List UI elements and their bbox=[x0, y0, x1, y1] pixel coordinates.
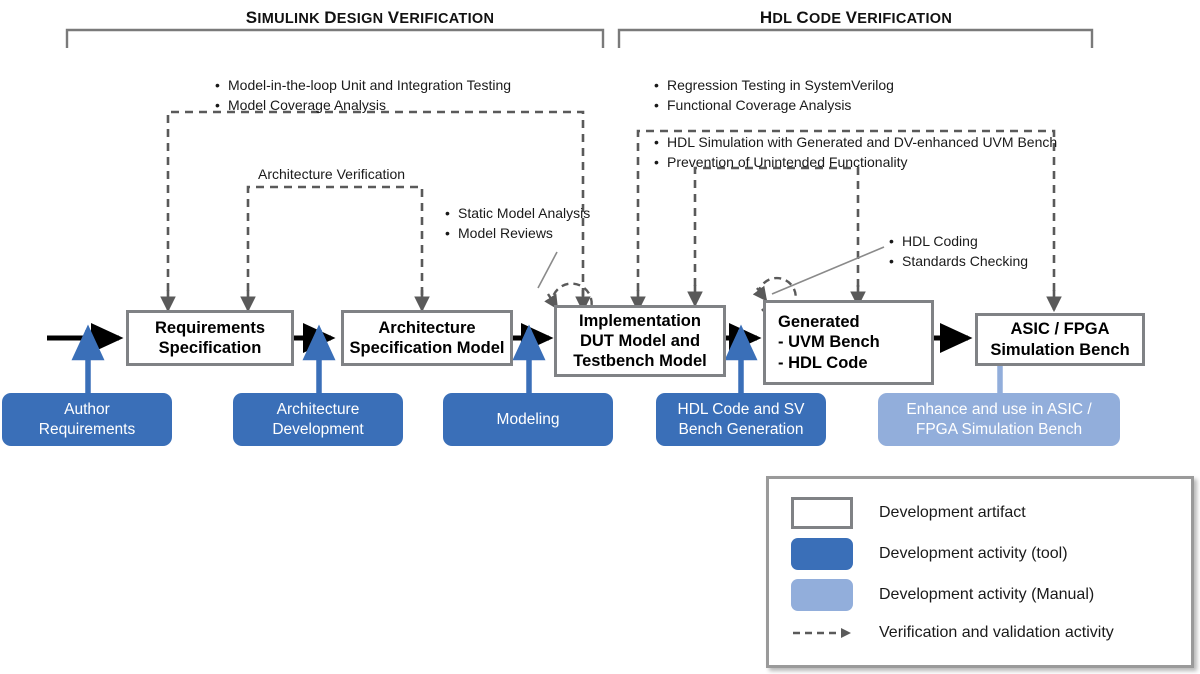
section-title-text: SIMULINK DESIGN VERIFICATION bbox=[245, 8, 495, 27]
annotation-item: Functional Coverage Analysis bbox=[654, 95, 894, 116]
activity-architecture-development[interactable]: Architecture Development bbox=[233, 393, 403, 446]
bracket-simulink-design-verification bbox=[65, 28, 605, 48]
annotation-hdl-coding: HDL Coding Standards Checking bbox=[888, 231, 1028, 272]
annotation-model-in-the-loop: Model-in-the-loop Unit and Integration T… bbox=[214, 75, 511, 116]
dashed-path-architecture-verification bbox=[240, 185, 430, 313]
annotation-item: Model Coverage Analysis bbox=[215, 95, 511, 116]
annotation-item: HDL Coding bbox=[889, 231, 1028, 252]
section-title-simulink-design-verification: SIMULINK DESIGN VERIFICATION bbox=[200, 8, 540, 28]
annotation-item: Static Model Analysis bbox=[445, 203, 590, 224]
legend-swatch-activity-tool bbox=[791, 538, 853, 570]
annotation-item: Architecture Verification bbox=[258, 166, 406, 182]
section-title-hdl-code-verification: HDL CODE VERIFICATION bbox=[686, 8, 1026, 28]
annotation-item: Prevention of Unintended Functionality bbox=[654, 152, 1057, 173]
legend-row-verification-and-validation-activity: Verification and validation activity bbox=[791, 613, 1114, 653]
activity-hdl-code-and-sv-bench-generation[interactable]: HDL Code and SV Bench Generation bbox=[656, 393, 826, 446]
legend-row-development-activity-tool: Development activity (tool) bbox=[791, 534, 1068, 574]
annotation-item: HDL Simulation with Generated and DV-enh… bbox=[654, 132, 1057, 153]
activity-enhance-and-use-in-asic-fpga-simulation-bench[interactable]: Enhance and use in ASIC / FPGA Simulatio… bbox=[878, 393, 1120, 446]
artifact-asic-fpga-simulation-bench[interactable]: ASIC / FPGA Simulation Bench bbox=[975, 313, 1145, 366]
annotation-regression-testing: Regression Testing in SystemVerilog Func… bbox=[653, 75, 894, 116]
activity-author-requirements[interactable]: Author Requirements bbox=[2, 393, 172, 446]
annotation-item: Model Reviews bbox=[445, 223, 590, 244]
legend-label: Verification and validation activity bbox=[879, 624, 1114, 641]
dashed-path-hdl-simulation bbox=[687, 166, 866, 308]
legend-swatch-activity-manual bbox=[791, 579, 853, 611]
legend-panel: Development artifact Development activit… bbox=[766, 476, 1194, 668]
dashed-arrow-icon bbox=[793, 628, 851, 638]
artifact-architecture-specification-model[interactable]: Architecture Specification Model bbox=[341, 310, 513, 366]
artifact-implementation-dut-model-and-testbench-model[interactable]: Implementation DUT Model and Testbench M… bbox=[554, 305, 726, 377]
annotation-item: Standards Checking bbox=[889, 251, 1028, 272]
legend-label: Development artifact bbox=[879, 504, 1026, 521]
activity-modeling[interactable]: Modeling bbox=[443, 393, 613, 446]
legend-label: Development activity (Manual) bbox=[879, 586, 1095, 603]
legend-label: Development activity (tool) bbox=[879, 545, 1068, 562]
annotation-hdl-simulation: HDL Simulation with Generated and DV-enh… bbox=[653, 132, 1057, 173]
artifact-requirements-specification[interactable]: Requirements Specification bbox=[126, 310, 294, 366]
annotation-static-model-analysis: Static Model Analysis Model Reviews bbox=[444, 203, 590, 244]
section-title-text: HDL CODE VERIFICATION bbox=[759, 8, 953, 27]
legend-swatch-dashed-arrow bbox=[791, 617, 853, 649]
annotation-item: Model-in-the-loop Unit and Integration T… bbox=[215, 75, 511, 96]
annotation-architecture-verification: Architecture Verification bbox=[258, 164, 405, 184]
legend-swatch-artifact bbox=[791, 497, 853, 529]
bracket-hdl-code-verification bbox=[617, 28, 1094, 48]
legend-row-development-activity-manual: Development activity (Manual) bbox=[791, 575, 1094, 615]
artifact-generated[interactable]: Generated - UVM Bench - HDL Code bbox=[763, 300, 934, 385]
annotation-item: Regression Testing in SystemVerilog bbox=[654, 75, 894, 96]
legend-row-development-artifact: Development artifact bbox=[791, 493, 1026, 533]
